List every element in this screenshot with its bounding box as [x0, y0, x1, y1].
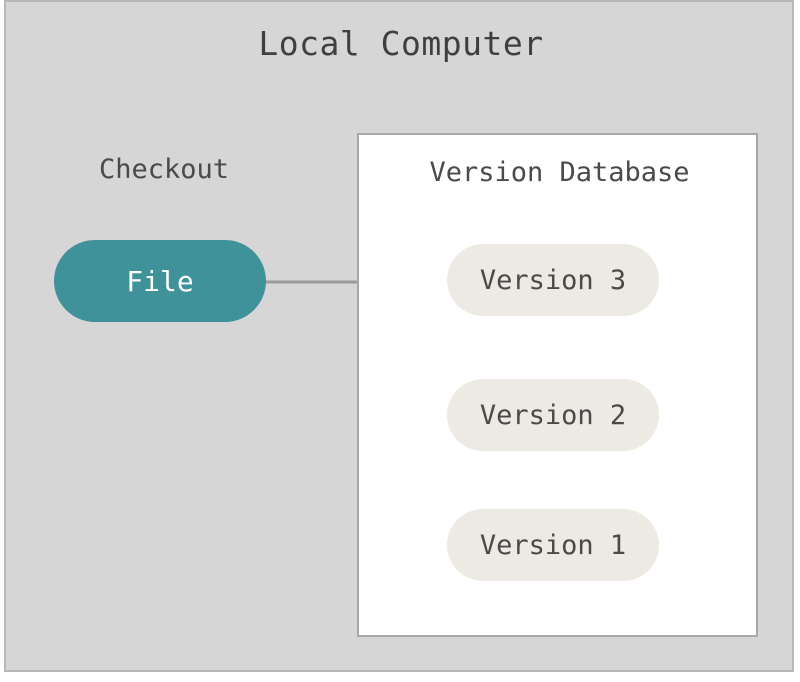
checkout-cluster-label: Checkout	[98, 154, 230, 185]
version-database-label: Version Database	[429, 157, 690, 188]
node-version-3[interactable]: Version 3	[447, 244, 659, 316]
diagram-frame: Local Computer Checkout File Version Dat…	[4, 0, 794, 672]
version-database-panel: Version Database Version 3 Version 2 Ver…	[357, 133, 758, 637]
page-title: Local Computer	[258, 24, 544, 63]
node-version-2[interactable]: Version 2	[447, 379, 659, 451]
node-file[interactable]: File	[54, 240, 266, 322]
node-version-1[interactable]: Version 1	[447, 509, 659, 581]
